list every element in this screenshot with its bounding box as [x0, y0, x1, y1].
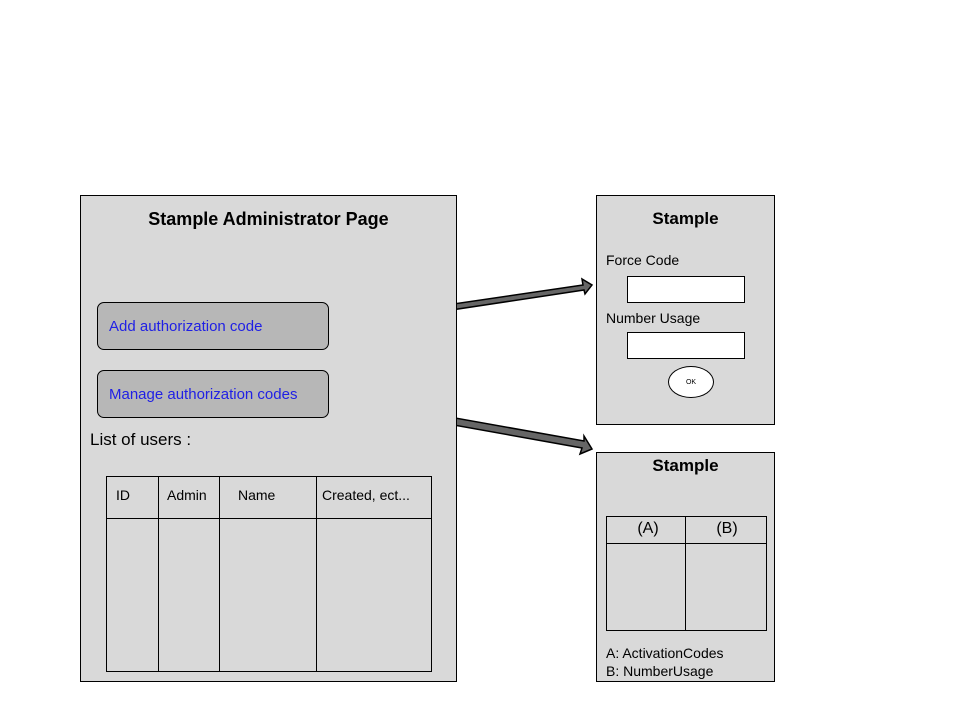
manage-codes-dialog-title: Stample [652, 456, 719, 475]
codes-table-header-a: (A) [637, 520, 659, 537]
add-code-dialog-title: Stample [652, 209, 719, 228]
admin-page-panel: Stample Administrator Page Add authoriza… [80, 195, 457, 682]
legend-a: A: ActivationCodes [606, 645, 724, 661]
manage-authorization-codes-button[interactable]: Manage authorization codes [97, 370, 329, 418]
users-table-header-divider [107, 518, 431, 519]
force-code-input[interactable] [627, 276, 745, 303]
users-list-label: List of users : [90, 430, 192, 449]
ok-button[interactable]: OK [668, 366, 714, 398]
force-code-label: Force Code [606, 252, 680, 268]
admin-page-title: Stample Administrator Page [148, 209, 389, 229]
users-table-col-divider [219, 477, 220, 671]
add-authorization-code-button[interactable]: Add authorization code [97, 302, 329, 350]
users-table-col-divider [158, 477, 159, 671]
users-table-header-name: Name [238, 487, 276, 503]
codes-table-header-divider [607, 543, 766, 544]
codes-table-col-divider [685, 517, 686, 630]
number-usage-label: Number Usage [606, 310, 701, 326]
users-table-header-created: Created, ect... [322, 487, 410, 503]
users-table-col-divider [316, 477, 317, 671]
codes-table: (A) (B) [606, 516, 767, 631]
users-table-header-admin: Admin [167, 487, 207, 503]
users-table: ID Admin Name Created, ect... [106, 476, 432, 672]
legend-b: B: NumberUsage [606, 663, 714, 679]
ok-button-label: OK [685, 378, 697, 386]
codes-table-header-b: (B) [716, 520, 738, 537]
add-authorization-code-label: Add authorization code [109, 317, 263, 335]
manage-authorization-codes-label: Manage authorization codes [109, 385, 298, 403]
manage-codes-dialog: Stample (A) (B) A: ActivationCodes B: Nu… [596, 452, 775, 682]
users-table-header-id: ID [116, 487, 130, 503]
number-usage-input[interactable] [627, 332, 745, 359]
add-code-dialog: Stample Force Code Number Usage OK [596, 195, 775, 425]
